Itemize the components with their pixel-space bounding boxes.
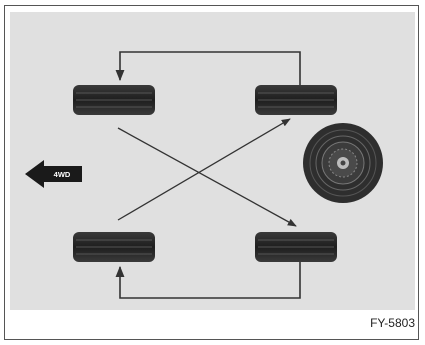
direction-label: 4WD [54,170,71,179]
tire-rear-left [73,232,155,262]
tire-rear-right [255,232,337,262]
figure-id-label: FY-5803 [370,316,415,330]
tire-front-right [255,85,337,115]
rotation-arrow-diagonal-rl-fr [118,119,290,220]
forward-arrow-icon: 4WD [25,160,82,188]
rotation-arrow-front [120,52,300,85]
spare-tire-icon [303,123,383,203]
rotation-arrow-diagonal-fl-rr [118,128,296,226]
rotation-arrow-rear [120,262,300,298]
tire-front-left [73,85,155,115]
